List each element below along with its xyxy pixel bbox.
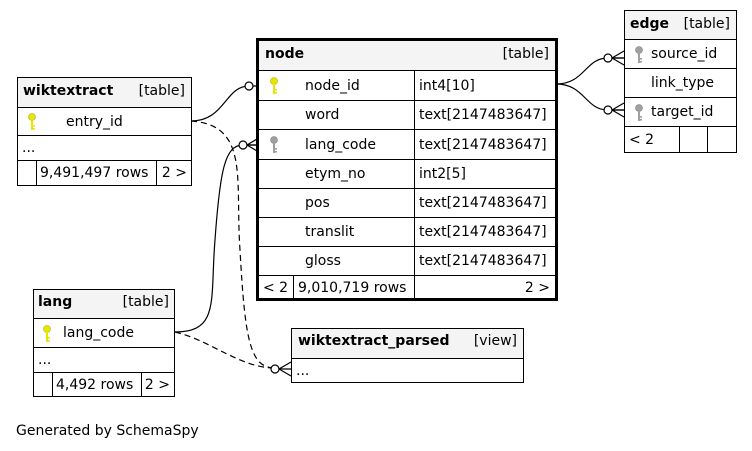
wiktextract-table-footer: 9,491,497 rows 2 >: [18, 161, 191, 185]
edge-column-name: source_id: [651, 46, 718, 62]
node-column-row[interactable]: word text[2147483647]: [259, 101, 555, 130]
node-lang-crowfoot: [246, 138, 258, 152]
node-wiktextract-link: [190, 85, 257, 122]
wiktextract-table[interactable]: wiktextract [table] entry_id ... 9,491,4…: [17, 77, 192, 186]
edge-table-name: edge: [630, 16, 670, 32]
node-table-footer: < 2 9,010,719 rows 2 >: [259, 276, 555, 300]
children-count[interactable]: 2 >: [414, 276, 555, 300]
edge-source-link: [555, 57, 624, 85]
node-column-type: text[2147483647]: [414, 101, 547, 129]
parents-count-empty: [34, 373, 52, 396]
lang-ellipsis-row: ...: [34, 348, 174, 373]
wiktextract-table-kind: [table]: [138, 83, 185, 99]
node-column-type: text[2147483647]: [414, 218, 547, 246]
wiktextract-ellipsis-row: ...: [18, 136, 191, 161]
view-wiktextract-link: [190, 120, 276, 369]
parents-count[interactable]: < 2: [629, 131, 655, 148]
wiktextract-parsed-ellipsis-row: ...: [292, 359, 523, 382]
parents-count[interactable]: < 2: [263, 280, 289, 296]
view-crowfoot: [278, 361, 292, 377]
wiktextract-column-row[interactable]: entry_id: [18, 108, 191, 136]
node-column-name: lang_code: [305, 136, 376, 153]
edge-column-row[interactable]: source_id: [625, 40, 736, 69]
edge-table[interactable]: edge [table] source_id link_type target_…: [624, 10, 737, 153]
view-link-end: [270, 364, 280, 374]
wiktextract-parsed-name: wiktextract_parsed: [298, 333, 450, 349]
wiktextract-parsed-kind: [view]: [473, 333, 517, 349]
node-column-row[interactable]: lang_code text[2147483647]: [259, 130, 555, 160]
edge-table-footer: < 2: [625, 127, 736, 152]
node-lang-link: [174, 144, 257, 333]
node-column-row[interactable]: gloss text[2147483647]: [259, 247, 555, 276]
lang-table-footer: 4,492 rows 2 >: [34, 373, 174, 396]
node-table-name: node: [265, 46, 305, 62]
node-column-type: text[2147483647]: [414, 130, 547, 159]
edge-target-link-end: [603, 105, 613, 115]
children-count[interactable]: 2 >: [156, 161, 191, 185]
node-column-type: int4[10]: [414, 71, 475, 100]
edge-source-link-end: [603, 53, 613, 63]
lang-table-kind: [table]: [122, 294, 169, 310]
node-column-name: node_id: [305, 77, 360, 94]
more-columns-ellipsis: ...: [22, 140, 36, 156]
node-column-type: text[2147483647]: [414, 189, 547, 217]
foreign-key-icon: [269, 136, 279, 156]
primary-key-icon: [27, 113, 37, 133]
lang-column-row[interactable]: lang_code: [34, 319, 174, 348]
edge-column-name: target_id: [651, 104, 714, 120]
wiktextract-column-name: entry_id: [66, 113, 123, 130]
node-column-row[interactable]: node_id int4[10]: [259, 71, 555, 101]
edge-source-crowfoot: [611, 50, 625, 66]
wiktextract-table-name: wiktextract: [23, 83, 114, 99]
edge-column-name: link_type: [651, 75, 715, 91]
more-columns-ellipsis: ...: [296, 362, 310, 379]
row-count-empty: [679, 127, 707, 152]
lang-table-name: lang: [38, 294, 73, 310]
parents-count-empty: [18, 161, 36, 185]
lang-table[interactable]: lang [table] lang_code ... 4,492 rows 2 …: [33, 289, 175, 397]
row-count: 4,492 rows: [52, 373, 133, 396]
node-column-name: gloss: [305, 253, 341, 269]
view-lang-link: [174, 331, 276, 369]
node-column-type: text[2147483647]: [414, 247, 547, 275]
edge-column-row[interactable]: target_id: [625, 98, 736, 127]
wiktextract-table-header: wiktextract [table]: [18, 78, 191, 108]
children-count[interactable]: 2 >: [141, 373, 174, 396]
foreign-key-icon: [634, 46, 644, 66]
wiktextract-parsed-view[interactable]: wiktextract_parsed [view] ...: [291, 328, 524, 383]
node-column-name: pos: [305, 195, 330, 211]
primary-key-icon: [269, 77, 279, 97]
more-columns-ellipsis: ...: [38, 352, 52, 368]
row-count: 9,491,497 rows: [36, 161, 148, 185]
edge-target-crowfoot: [611, 102, 625, 118]
node-table-kind: [table]: [502, 46, 549, 62]
node-column-name: word: [305, 107, 340, 123]
node-column-name: etym_no: [305, 166, 366, 182]
edge-column-row[interactable]: link_type: [625, 69, 736, 98]
node-column-row[interactable]: pos text[2147483647]: [259, 189, 555, 218]
generated-by-text: Generated by SchemaSpy: [16, 423, 199, 439]
edge-table-kind: [table]: [683, 16, 730, 32]
edge-table-header: edge [table]: [625, 11, 736, 40]
node-column-name: translit: [305, 224, 355, 240]
node-wiktextract-link-end: [244, 81, 254, 91]
node-table-header: node [table]: [259, 41, 555, 71]
node-column-type: int2[5]: [414, 160, 466, 188]
wiktextract-parsed-header: wiktextract_parsed [view]: [292, 329, 523, 359]
edge-target-link: [555, 83, 624, 111]
foreign-key-icon: [634, 104, 644, 124]
lang-table-header: lang [table]: [34, 290, 174, 319]
node-lang-link-end: [238, 140, 248, 150]
node-column-row[interactable]: translit text[2147483647]: [259, 218, 555, 247]
node-column-row[interactable]: etym_no int2[5]: [259, 160, 555, 189]
primary-key-icon: [42, 325, 52, 345]
row-count: 9,010,719 rows: [293, 276, 406, 300]
lang-column-name: lang_code: [63, 325, 134, 341]
children-count-empty: [707, 127, 736, 152]
node-table[interactable]: node [table] node_id int4[10] word text[…: [256, 38, 558, 301]
